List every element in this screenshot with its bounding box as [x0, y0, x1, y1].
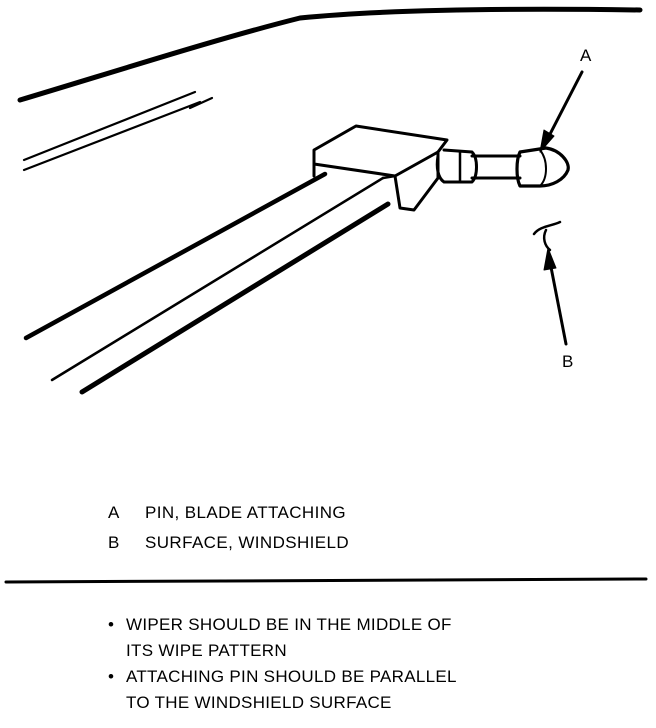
glass-reflection-line — [188, 96, 214, 110]
windshield-surface-symbol — [532, 220, 562, 252]
note-item-continued: ITS WIPE PATTERN — [108, 638, 457, 664]
legend-item: B SURFACE, WINDSHIELD — [108, 528, 349, 558]
note-line: ITS WIPE PATTERN — [126, 641, 287, 660]
legend-letter: B — [108, 533, 120, 552]
instruction-notes: • WIPER SHOULD BE IN THE MIDDLE OF ITS W… — [108, 612, 457, 716]
attaching-pin-tip — [515, 146, 570, 188]
bullet-icon: • — [108, 615, 115, 634]
bullet-icon: • — [108, 667, 115, 686]
callout-a-arrow — [546, 70, 584, 140]
glass-reflection-line — [22, 100, 202, 172]
note-item: • WIPER SHOULD BE IN THE MIDDLE OF — [108, 612, 457, 638]
note-line: TO THE WINDSHIELD SURFACE — [126, 693, 392, 712]
glass-reflection-line — [22, 90, 197, 162]
legend-text: PIN, BLADE ATTACHING — [145, 503, 347, 522]
parts-legend: A PIN, BLADE ATTACHING B SURFACE, WINDSH… — [108, 498, 349, 558]
arm-head-block — [312, 124, 449, 178]
legend-text: SURFACE, WINDSHIELD — [145, 533, 350, 552]
legend-item: A PIN, BLADE ATTACHING — [108, 498, 349, 528]
note-item: • ATTACHING PIN SHOULD BE PARALLEL — [108, 664, 457, 690]
legend-letter: A — [108, 503, 120, 522]
windshield-edge-line — [17, 6, 643, 103]
pin-shaft — [435, 148, 478, 184]
wiper-arm-bar — [79, 201, 391, 395]
note-item-continued: TO THE WINDSHIELD SURFACE — [108, 690, 457, 716]
callout-b-arrow — [548, 260, 568, 346]
section-divider — [4, 577, 648, 584]
note-line: ATTACHING PIN SHOULD BE PARALLEL — [126, 667, 457, 686]
note-line: WIPER SHOULD BE IN THE MIDDLE OF — [126, 615, 452, 634]
callout-label-b: B — [562, 352, 574, 371]
wiper-arm-bar — [50, 176, 385, 382]
callout-label-a: A — [580, 46, 592, 65]
wiper-arm-bar — [23, 171, 328, 341]
